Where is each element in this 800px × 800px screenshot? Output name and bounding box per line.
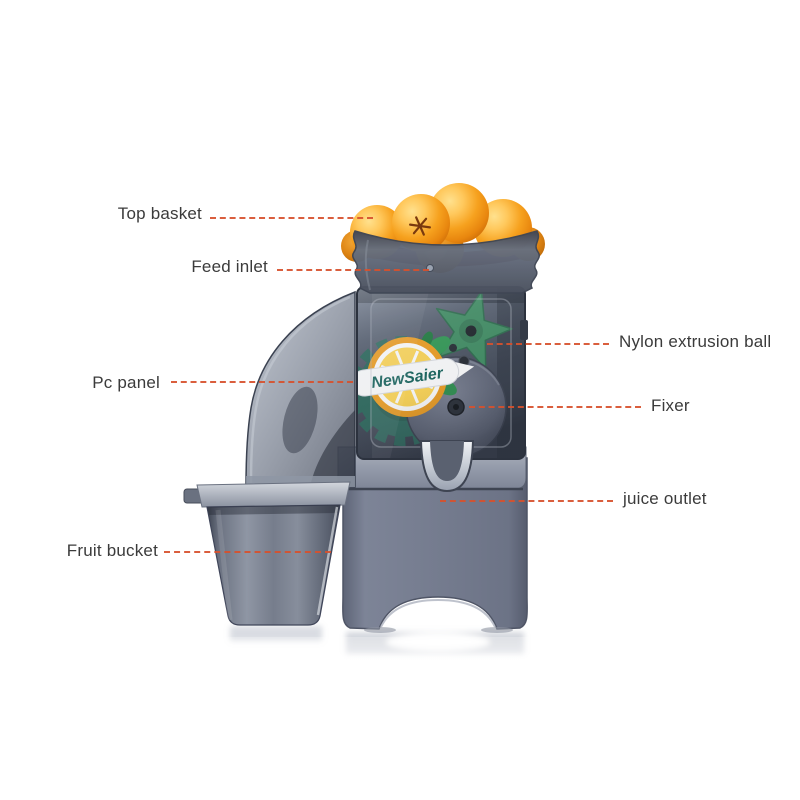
label-top-basket: Top basket [117,204,202,223]
leader-nylon-extrusion-ball [487,343,609,345]
panel-latch [520,320,528,340]
pc-panel-chute [245,290,356,488]
transparent-front-panel [357,287,525,459]
orange-star-cut [408,216,432,236]
leader-pc-panel [171,381,353,383]
leader-juice-outlet [440,500,613,502]
leader-top-basket [210,217,373,219]
housing: NewSaier [356,286,528,460]
top-basket-assembly [341,183,545,294]
label-juice-outlet: juice outlet [623,489,707,508]
label-fruit-bucket: Fruit bucket [66,541,158,560]
label-fixer: Fixer [651,396,690,415]
leader-fruit-bucket [164,551,331,553]
fruit-bucket [183,481,351,626]
leader-fixer [469,406,641,408]
label-nylon-extrusion-ball: Nylon extrusion ball [619,332,772,351]
juice-outlet-spout [419,440,475,493]
bucket-rim [196,481,351,508]
feed-inlet-hopper [352,230,540,294]
label-feed-inlet: Feed inlet [191,257,268,276]
label-pc-panel: Pc panel [92,373,160,392]
leader-feed-inlet [277,269,429,271]
